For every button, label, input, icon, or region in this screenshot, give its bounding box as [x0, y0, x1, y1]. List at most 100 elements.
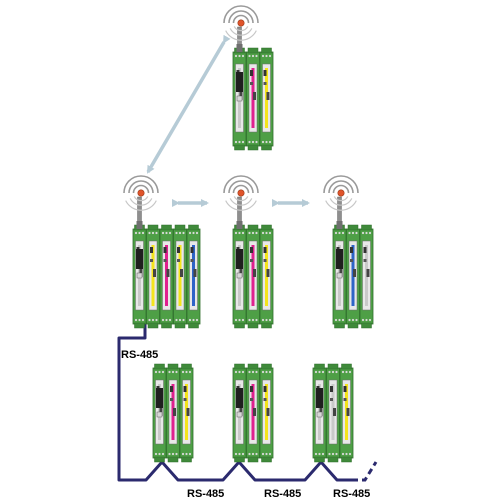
screw [195, 231, 199, 235]
module-0 [332, 224, 347, 329]
radio-signal-icon [123, 175, 159, 211]
signal-arc-lower [229, 198, 253, 206]
screw [268, 231, 272, 235]
bottom-terminal [314, 456, 325, 463]
signal-arc-lower [225, 200, 257, 211]
bottom-terminal [181, 456, 192, 463]
screw [182, 318, 185, 322]
dip-switch [336, 272, 343, 279]
screw [238, 54, 241, 58]
module-0 [232, 224, 247, 329]
top-terminal [234, 363, 245, 370]
screw [355, 231, 358, 235]
screw [248, 54, 251, 58]
screw [248, 318, 251, 322]
screw [368, 231, 372, 235]
signal-arc-lower [129, 198, 153, 206]
signal-arc [223, 5, 259, 24]
bottom-terminal [174, 322, 186, 329]
screw [238, 231, 241, 235]
top-terminal [347, 224, 359, 231]
led [263, 259, 267, 262]
connector [186, 408, 190, 416]
screw [251, 370, 255, 374]
screw [241, 452, 245, 456]
wireless-links [146, 34, 310, 207]
led-block [250, 247, 253, 253]
screw [141, 231, 145, 235]
top-wireless-station [232, 26, 274, 151]
signal-arc-lower [229, 28, 253, 36]
screw [341, 318, 345, 322]
screw [338, 231, 341, 235]
connector [166, 269, 170, 277]
led [163, 259, 167, 262]
connector [333, 408, 336, 416]
led [250, 82, 253, 85]
signal-arc [228, 180, 254, 194]
screw [348, 452, 352, 456]
screw [155, 231, 158, 235]
signal-arc [332, 184, 350, 194]
top-terminal [261, 363, 272, 370]
bottom-terminal [361, 322, 372, 329]
screw [151, 318, 155, 322]
display [236, 249, 243, 269]
connector [180, 269, 183, 277]
module-0 [132, 224, 147, 329]
bottom-right-extension-station [312, 363, 354, 463]
screw [234, 370, 238, 374]
screw [154, 452, 158, 456]
screw [365, 231, 368, 235]
module-3 [173, 224, 187, 329]
screw [331, 452, 335, 456]
led-block [250, 70, 253, 76]
screw [268, 318, 272, 322]
screw [178, 318, 182, 322]
bottom-terminal [247, 144, 259, 151]
screw [188, 370, 192, 374]
led [183, 398, 187, 401]
rs485-label-bottom-3: RS-485 [333, 488, 370, 500]
screw [161, 370, 165, 374]
screw [255, 452, 258, 456]
signal-arc [223, 175, 259, 194]
module-0 [152, 363, 167, 463]
screw [251, 231, 255, 235]
signal-arc [123, 175, 159, 194]
led [150, 259, 153, 262]
connector [173, 408, 176, 416]
screw [151, 231, 155, 235]
connector [253, 269, 256, 277]
screw [134, 318, 138, 322]
screw [261, 231, 265, 235]
module-2 [259, 363, 274, 463]
screw [321, 452, 325, 456]
led-block [163, 247, 167, 253]
screw [175, 370, 178, 374]
connector [266, 92, 270, 100]
screw [248, 452, 251, 456]
top-terminal [261, 47, 272, 54]
bottom-terminal [234, 144, 245, 151]
screw [268, 140, 272, 144]
rs485-bus-continuation [352, 461, 378, 482]
bottom-terminal [347, 322, 359, 329]
screw [241, 318, 245, 322]
screw [261, 370, 265, 374]
screw [195, 318, 199, 322]
screw [158, 370, 161, 374]
screw [261, 54, 265, 58]
led-block [263, 386, 267, 392]
screw [265, 54, 268, 58]
screw [355, 318, 358, 322]
led-block [250, 386, 253, 392]
screw [161, 318, 165, 322]
led [250, 398, 253, 401]
middle-right-wireless-station [332, 196, 374, 329]
bottom-terminal [147, 322, 159, 329]
screw [148, 318, 151, 322]
led-block [183, 386, 187, 392]
screw [361, 318, 365, 322]
led-block [170, 386, 173, 392]
